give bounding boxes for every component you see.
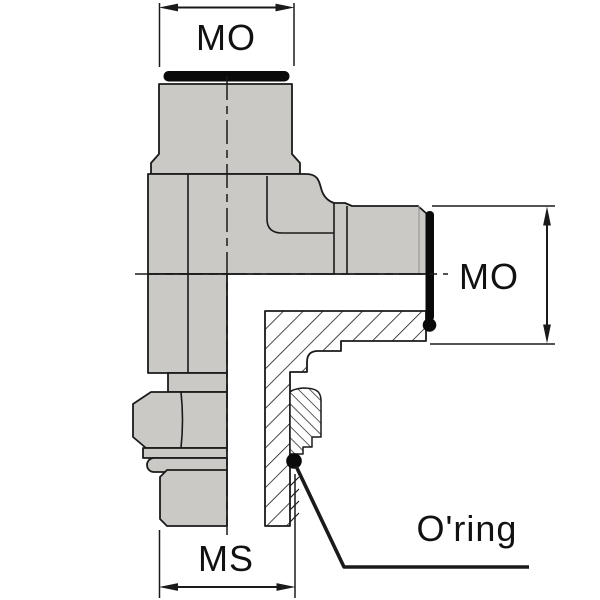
section-body-hatched: [264, 310, 427, 527]
body-upper-half: [147, 173, 428, 275]
dimension-lines: [158, 3, 555, 598]
bottom-dimension: [158, 474, 296, 598]
top-dimension-label: MO: [196, 17, 256, 58]
top-dimension: [158, 3, 295, 67]
bottom-dimension-label: MS: [198, 538, 254, 579]
oring-label: O'ring: [417, 508, 518, 549]
bottom-neck: [167, 372, 228, 393]
side-dimension: [430, 205, 555, 345]
side-dimension-label: MO: [459, 256, 519, 297]
washer: [142, 447, 228, 459]
section-nut-hatched: [289, 387, 322, 455]
cross-section: [264, 310, 427, 527]
dimension-labels: MO MO MS O'ring: [196, 17, 519, 579]
centerlines: [135, 76, 448, 535]
oring-section-dot: [286, 453, 302, 469]
side-seal-cap: [425, 211, 434, 321]
oring-leader-line: [294, 465, 529, 569]
side-oring-dot: [422, 318, 437, 332]
hex-nut: [132, 391, 228, 449]
bottom-stud: [159, 469, 228, 527]
top-stud: [150, 83, 301, 175]
oring-bead-side-view: [146, 457, 228, 473]
